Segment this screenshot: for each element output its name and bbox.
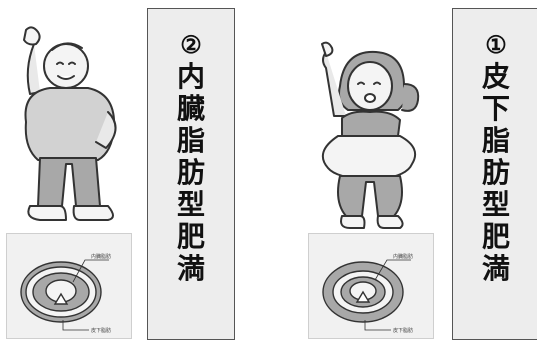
title-char: 肥 xyxy=(176,220,205,253)
title-char: 脂 xyxy=(176,124,205,157)
title-char: 型 xyxy=(481,188,510,221)
panel-visceral-fat: 内臓脂肪 皮下脂肪 ② 内臓脂肪型肥満 xyxy=(0,0,268,345)
panel-title-vertical: 内臓脂肪型肥満 xyxy=(177,61,205,285)
title-char: 型 xyxy=(176,188,205,221)
woman-icon xyxy=(321,41,420,229)
title-char: 肪 xyxy=(481,156,510,189)
label-subcutaneous-fat: 皮下脂肪 xyxy=(91,327,111,334)
label-visceral-fat: 内臓脂肪 xyxy=(393,253,413,260)
panel-number: ① xyxy=(485,30,507,59)
body-cross-section-icon: 内臓脂肪 皮下脂肪 xyxy=(20,253,111,334)
title-char: 脂 xyxy=(481,124,510,157)
title-char: 肥 xyxy=(481,220,510,253)
title-char: 満 xyxy=(481,252,510,285)
man-icon xyxy=(23,26,117,221)
panel-subcutaneous-fat: 内臓脂肪 皮下脂肪 ① 皮下脂肪型肥満 xyxy=(268,0,537,345)
body-cross-section-diagram: 内臓脂肪 皮下脂肪 xyxy=(308,233,434,339)
panel-title-vertical: 皮下脂肪型肥満 xyxy=(482,61,510,285)
title-char: 下 xyxy=(481,92,510,125)
title-char: 皮 xyxy=(481,60,510,93)
body-cross-section-icon: 内臓脂肪 皮下脂肪 xyxy=(322,253,413,334)
body-cross-section-diagram: 内臓脂肪 皮下脂肪 xyxy=(6,233,132,339)
title-char: 臓 xyxy=(176,92,205,125)
title-char: 満 xyxy=(176,252,205,285)
title-char: 肪 xyxy=(176,156,205,189)
label-box-subcutaneous: ① 皮下脂肪型肥満 xyxy=(452,8,537,340)
label-subcutaneous-fat: 皮下脂肪 xyxy=(393,327,413,334)
panel-number: ② xyxy=(180,30,202,59)
title-char: 内 xyxy=(176,60,205,93)
label-box-visceral: ② 内臓脂肪型肥満 xyxy=(147,8,235,340)
label-visceral-fat: 内臓脂肪 xyxy=(91,253,111,260)
